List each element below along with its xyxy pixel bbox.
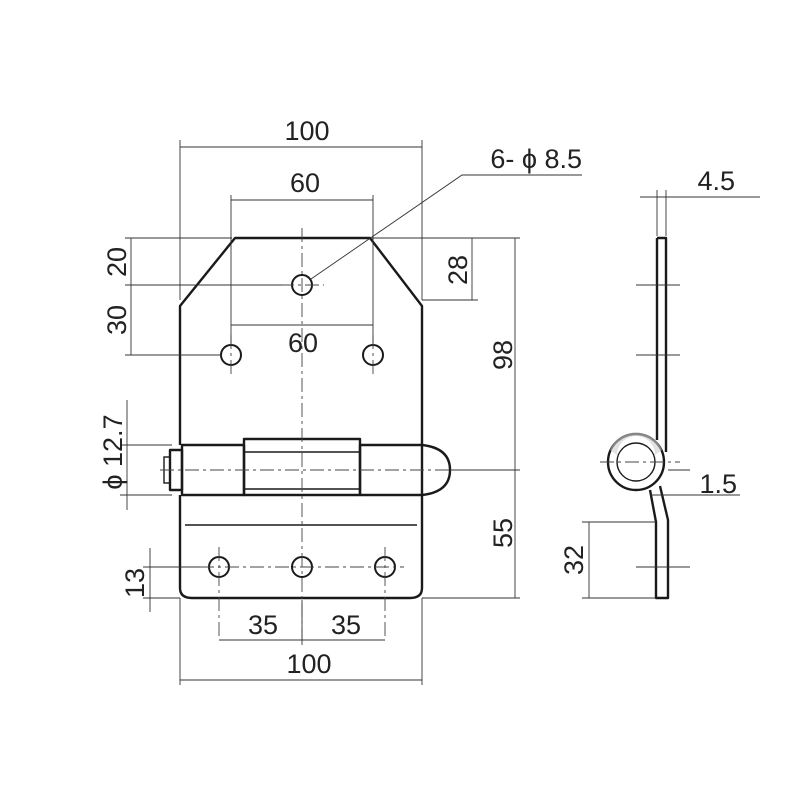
dim-bottom-spacing-right: 35 [331, 610, 361, 640]
hole-callout-leader [310, 174, 582, 280]
dim-chamfer-28: 28 [443, 255, 473, 285]
dim-pin-diameter: ϕ 12.7 [98, 414, 128, 489]
dim-hole-callout: 6- ϕ 8.5 [490, 144, 582, 174]
front-view [160, 228, 470, 640]
dim-thickness: 4.5 [697, 166, 735, 196]
lower-leaf-outline [178, 495, 424, 600]
dim-bottom-spacing-left: 35 [248, 610, 278, 640]
side-upper-plate [655, 236, 668, 452]
dim-offset-20: 20 [102, 247, 132, 277]
dim-offset-30: 30 [102, 305, 132, 335]
dim-height-55: 55 [488, 518, 518, 548]
upper-leaf-outline [178, 236, 424, 445]
side-lower-plate [648, 485, 670, 600]
dim-height-98: 98 [488, 340, 518, 370]
side-dimensions [582, 190, 760, 599]
dim-gap: 1.5 [699, 469, 737, 499]
dim-mid-hole-spacing: 60 [288, 328, 318, 358]
dim-top-width: 100 [284, 116, 329, 146]
front-dimensions [120, 140, 582, 685]
dim-bottom-width: 100 [286, 649, 331, 679]
knuckle [163, 437, 452, 497]
dim-top-hole-spacing: 60 [290, 168, 320, 198]
side-view [600, 236, 690, 600]
dim-side-height-32: 32 [559, 545, 589, 575]
dim-offset-13: 13 [120, 568, 150, 598]
